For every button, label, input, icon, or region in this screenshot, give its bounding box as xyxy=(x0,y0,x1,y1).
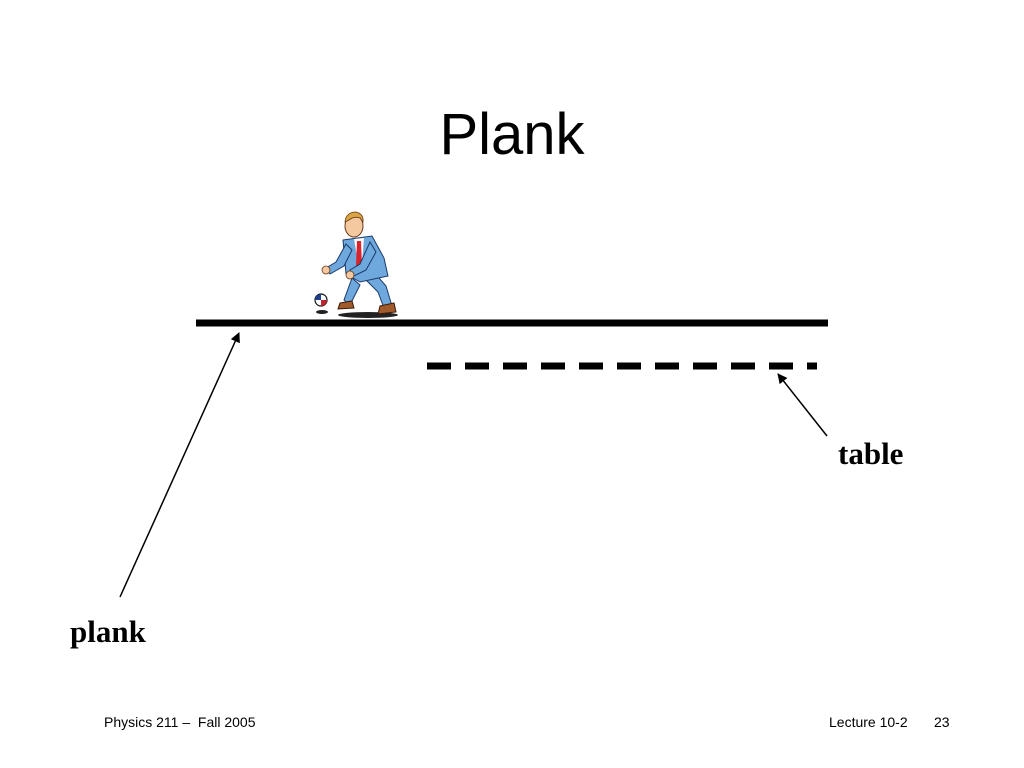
slide-title: Plank xyxy=(439,102,585,167)
footer-lecture: Lecture 10-2 xyxy=(829,714,908,730)
footer-course: Physics 211 – Fall 2005 xyxy=(104,714,256,730)
footer-page-number: 23 xyxy=(934,714,950,730)
plank-arrow xyxy=(119,332,240,598)
table-label: table xyxy=(838,436,904,471)
man-rolling-ball-icon xyxy=(314,211,398,318)
plank-label: plank xyxy=(70,614,146,649)
table-arrow xyxy=(777,373,828,437)
